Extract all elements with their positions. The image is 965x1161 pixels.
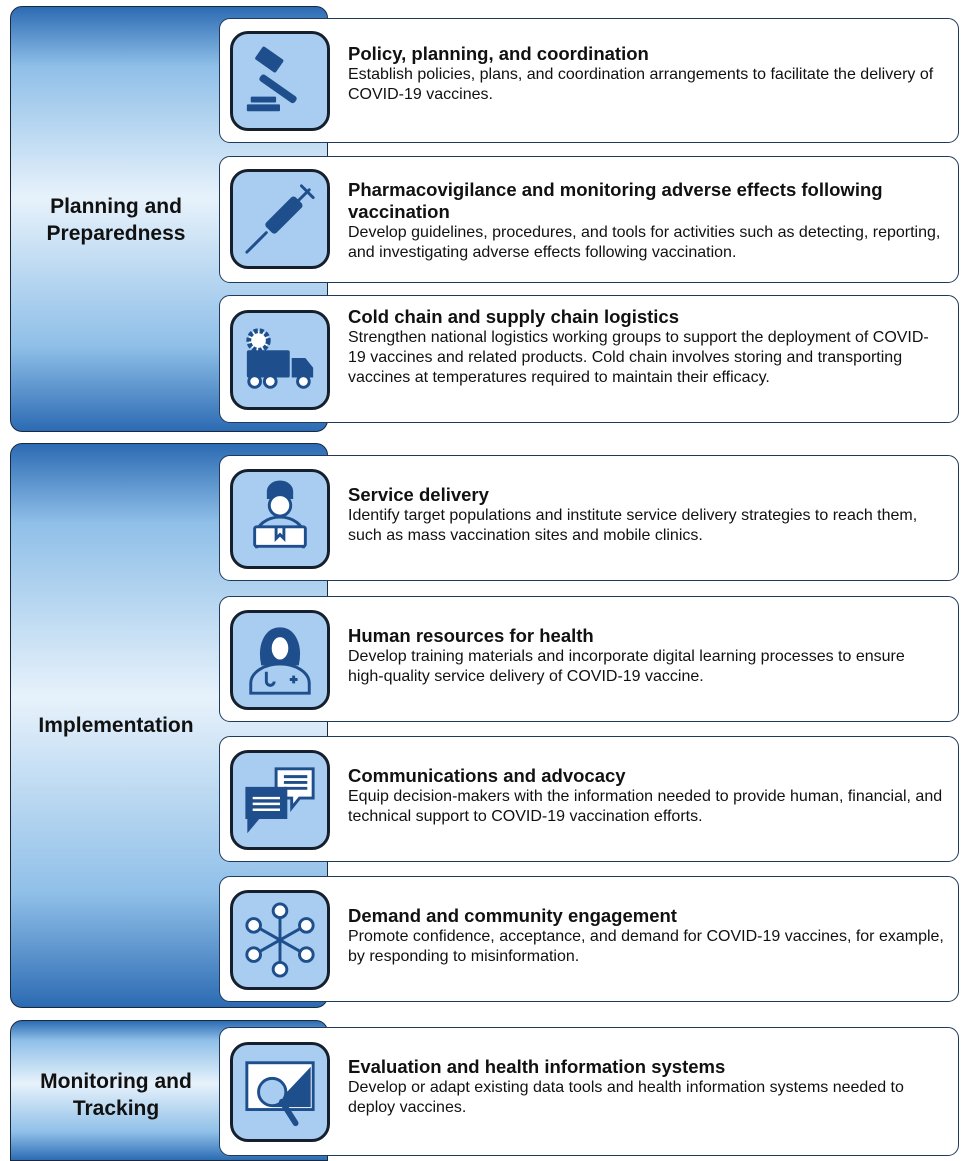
item-description: Develop or adapt existing data tools and… <box>348 1079 904 1116</box>
item-card: Communications and advocacy Equip decisi… <box>219 736 959 862</box>
phase-label: Implementation <box>38 714 194 737</box>
syringe-icon <box>230 169 330 269</box>
item-description: Develop training materials and incorpora… <box>348 648 905 685</box>
delivery-truck-icon <box>230 310 330 410</box>
item-title: Pharmacovigilance and monitoring adverse… <box>348 179 883 222</box>
item-title: Evaluation and health information system… <box>348 1056 726 1077</box>
item-card: Human resources for health Develop train… <box>219 596 959 722</box>
delivery-worker-icon <box>230 469 330 569</box>
item-description: Equip decision-makers with the informati… <box>348 788 943 825</box>
item-description: Strengthen national logistics working gr… <box>348 329 929 386</box>
network-icon <box>230 890 330 990</box>
item-card: Evaluation and health information system… <box>219 1027 959 1156</box>
item-title: Service delivery <box>348 484 489 505</box>
item-description: Develop guidelines, procedures, and tool… <box>348 224 941 261</box>
item-description: Establish policies, plans, and coordinat… <box>348 66 934 103</box>
phase-label: Monitoring and Tracking <box>40 1070 192 1120</box>
analytics-magnifier-icon <box>230 1042 330 1142</box>
gavel-icon <box>230 31 330 131</box>
item-card: Policy, planning, and coordination Estab… <box>219 18 959 143</box>
item-card: Service delivery Identify target populat… <box>219 455 959 581</box>
health-worker-icon <box>230 610 330 710</box>
item-title: Communications and advocacy <box>348 765 626 786</box>
item-title: Policy, planning, and coordination <box>348 43 649 64</box>
speech-bubbles-icon <box>230 750 330 850</box>
phase-label: Planning and Preparedness <box>46 195 186 245</box>
item-title: Human resources for health <box>348 625 594 646</box>
item-title: Cold chain and supply chain logistics <box>348 306 679 327</box>
item-card: Pharmacovigilance and monitoring adverse… <box>219 156 959 283</box>
item-card: Cold chain and supply chain logistics St… <box>219 295 959 423</box>
item-card: Demand and community engagement Promote … <box>219 876 959 1002</box>
item-description: Promote confidence, acceptance, and dema… <box>348 928 944 965</box>
item-description: Identify target populations and institut… <box>348 507 918 544</box>
item-title: Demand and community engagement <box>348 905 677 926</box>
